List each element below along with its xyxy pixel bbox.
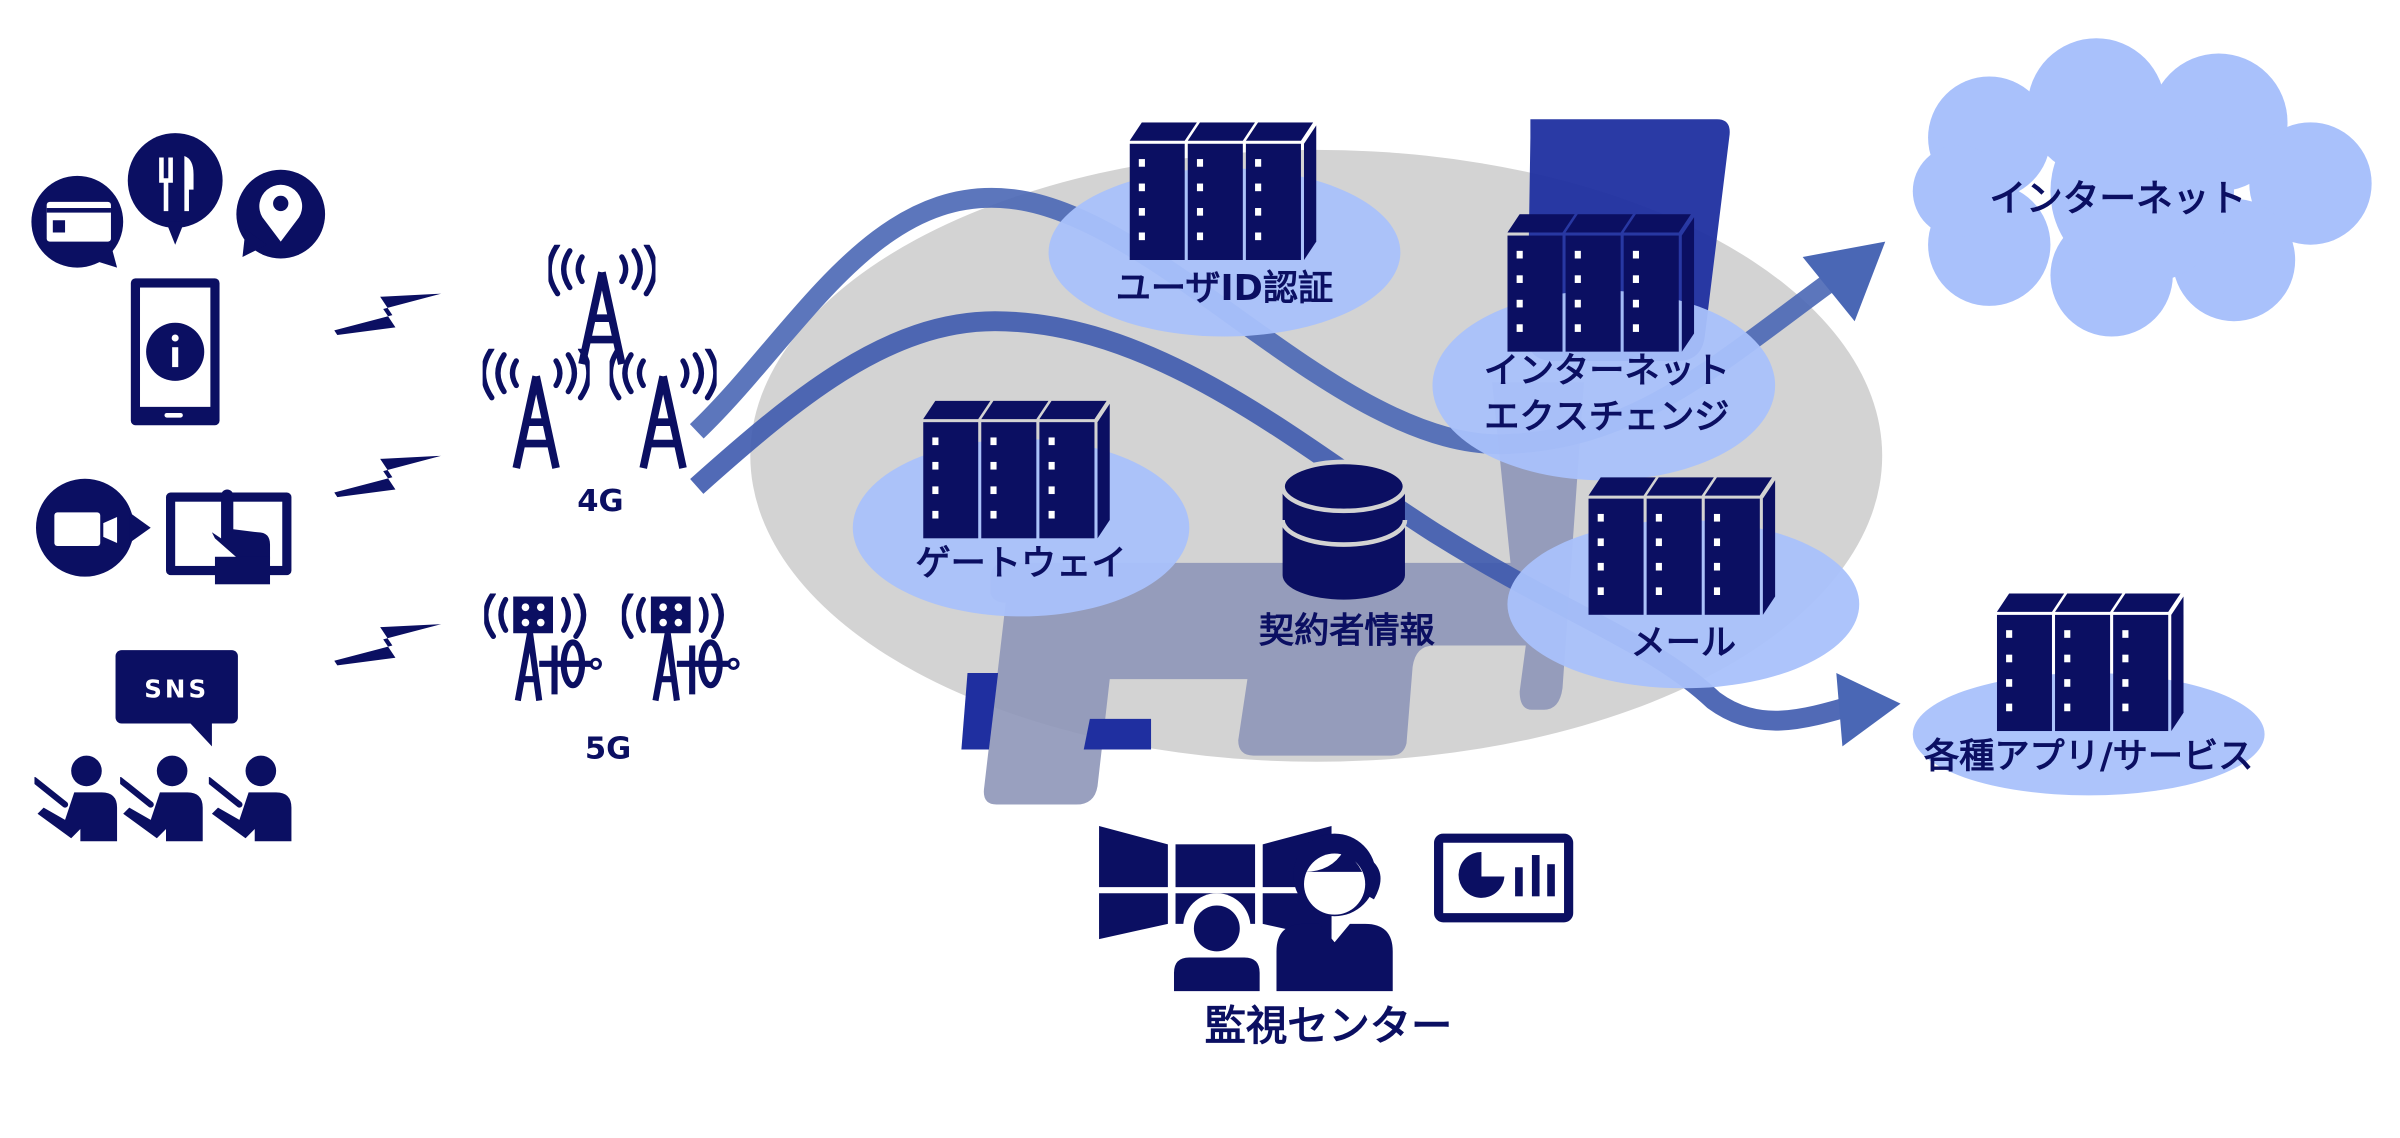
- arrow-to-internet: [1802, 241, 1886, 322]
- 5g-antenna-icon: [486, 593, 601, 700]
- monitoring-center-label: 監視センター: [1205, 1002, 1453, 1050]
- 5g-antenna-icon: [623, 593, 738, 700]
- services-label: 各種アプリ/サービス: [1924, 736, 2253, 777]
- user-auth-label: ユーザID認証: [1116, 268, 1333, 309]
- wireless-bolt-icon: [334, 293, 442, 335]
- restaurant-bubble-icon: [127, 133, 223, 245]
- smartphone-icon: [130, 278, 220, 426]
- sns-label: SNS: [144, 674, 209, 703]
- subscriber-db-label: 契約者情報: [1259, 610, 1436, 651]
- lte-towers: 4G: [483, 245, 715, 519]
- monitoring-center: 監視センター: [1099, 825, 1574, 1050]
- support-operator-icon: [1276, 833, 1393, 992]
- node-user-auth: ユーザID認証: [1048, 122, 1401, 337]
- sns-bubble-icon: SNS: [115, 650, 238, 747]
- wireless-bolt-icon: [334, 455, 442, 498]
- cell-tower-icon: [549, 245, 655, 364]
- touch-display-icon: [166, 489, 292, 585]
- node-internet-exchange: インターネット エクスチェンジ: [1432, 214, 1776, 481]
- device-group-video: [35, 478, 292, 585]
- nr-towers: 5G: [486, 593, 738, 767]
- cell-tower-icon: [610, 349, 716, 468]
- node-subscriber-db: 契約者情報: [1259, 459, 1436, 651]
- ix-label-line2: エクスチェンジ: [1484, 396, 1729, 437]
- device-group-smartphone: [31, 133, 326, 426]
- internet-label: インターネット: [1989, 177, 2246, 220]
- node-mail: メール: [1507, 477, 1860, 689]
- person-using-phone-icon: [120, 756, 203, 842]
- video-camera-bubble-icon: [35, 478, 151, 577]
- arrow-to-services: [1836, 673, 1901, 747]
- server-icon: [1129, 122, 1317, 261]
- 4g-label: 4G: [577, 484, 623, 519]
- wireless-bolt-icon: [334, 624, 442, 666]
- gateway-label: ゲートウェイ: [916, 543, 1127, 584]
- person-using-phone-icon: [34, 756, 117, 842]
- mail-label: メール: [1631, 623, 1737, 664]
- device-group-sns: SNS: [34, 650, 291, 841]
- location-bubble-icon: [236, 169, 326, 259]
- card-bubble-icon: [31, 175, 124, 268]
- dashboard-monitor-icon: [1434, 833, 1574, 923]
- database-icon: [1280, 459, 1408, 600]
- node-gateway: ゲートウェイ: [852, 400, 1190, 617]
- cell-tower-icon: [483, 349, 589, 468]
- node-app-services: 各種アプリ/サービス: [1912, 593, 2265, 796]
- internet-cloud: インターネット: [1912, 38, 2372, 337]
- 5g-label: 5G: [585, 732, 631, 767]
- server-icon: [1996, 593, 2184, 732]
- person-using-phone-icon: [209, 756, 292, 842]
- ix-label-line1: インターネット: [1484, 350, 1730, 391]
